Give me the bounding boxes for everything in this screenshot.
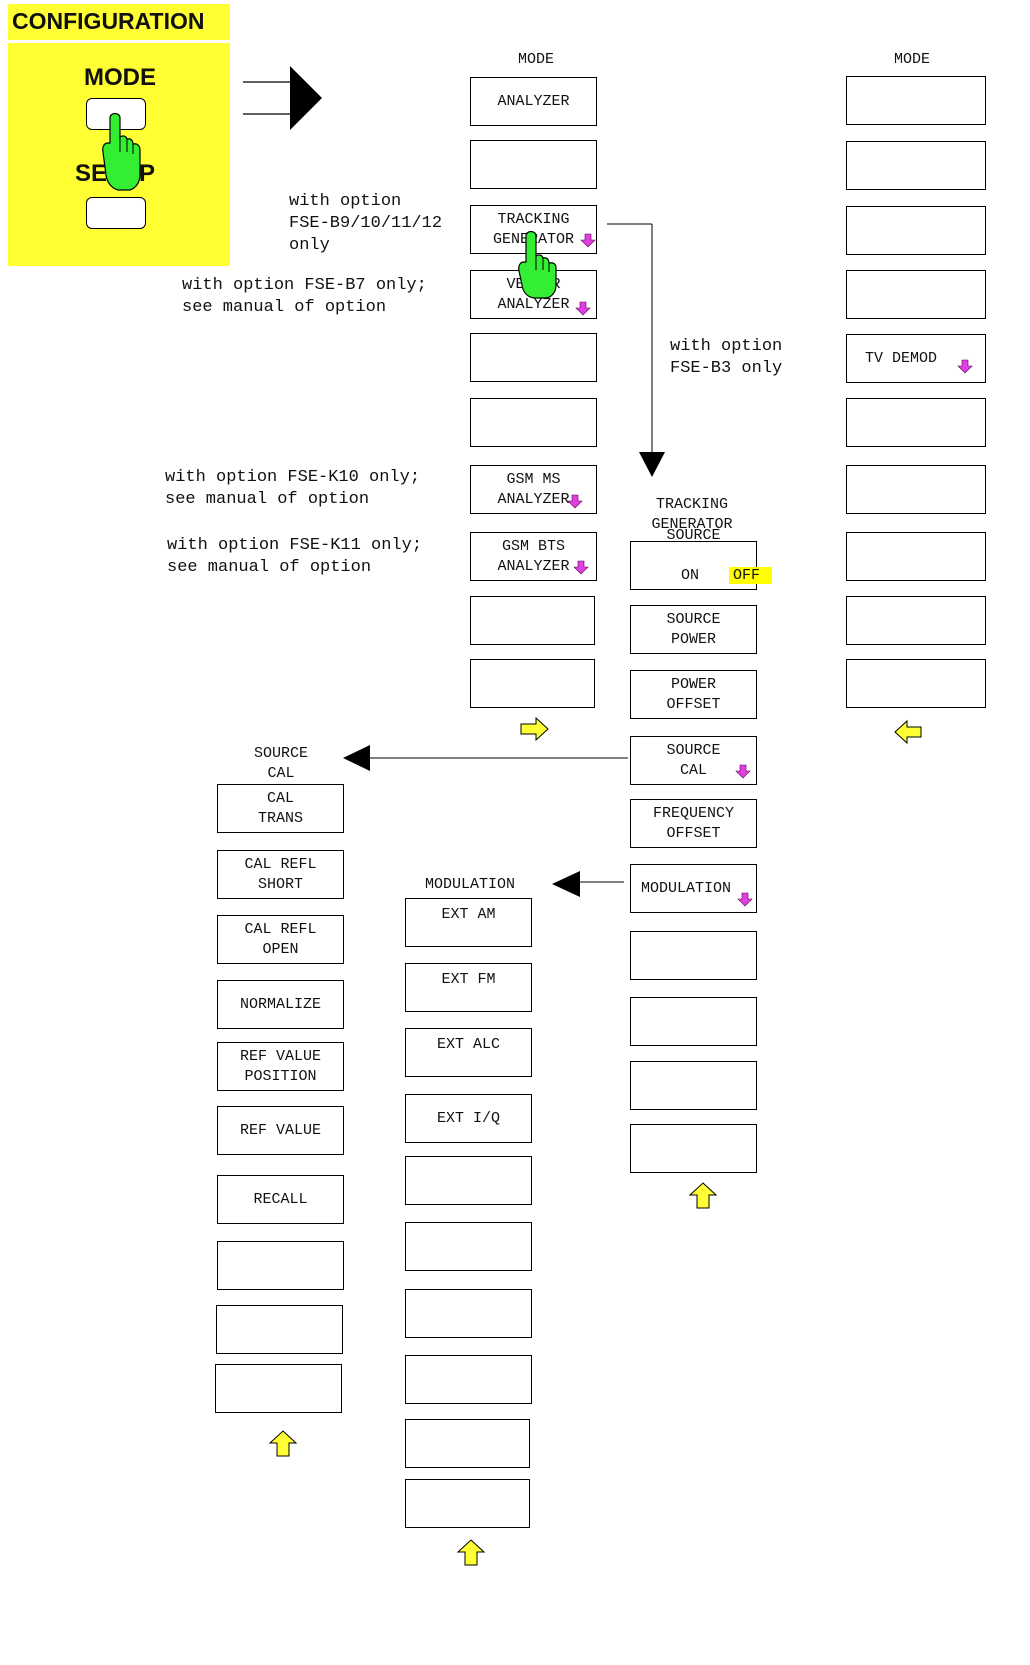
softkey-recall[interactable]: RECALL (217, 1175, 344, 1224)
submenu-arrow-icon (737, 892, 753, 907)
softkey-source-on-off[interactable]: SOURCE ON OFF (630, 527, 773, 590)
mode-menu-title: MODE (517, 51, 554, 68)
softkey-ref-value[interactable]: REF VALUE (217, 1106, 344, 1155)
softkey-mod-empty-5[interactable] (405, 1222, 532, 1271)
softkey-tracking-empty-6[interactable] (630, 997, 757, 1046)
softkey-source-cal[interactable]: SOURCE CAL (630, 736, 757, 785)
submenu-arrow-icon (567, 494, 583, 509)
up-arrow-icon[interactable] (456, 1539, 486, 1566)
softkey-mode-empty-1[interactable] (470, 140, 597, 189)
panel-to-mode-arrow (243, 66, 322, 130)
softkey-cal-empty-8[interactable] (216, 1305, 343, 1354)
pointing-hand-icon (102, 112, 141, 191)
softkey-mode2-empty-9[interactable] (846, 659, 986, 708)
softkey-mode-empty-9[interactable] (470, 659, 595, 708)
softkey-mode2-empty-3[interactable] (846, 270, 986, 319)
modulation-connector (552, 871, 624, 897)
mode-key-label: MODE (84, 64, 156, 91)
softkey-mode2-empty-8[interactable] (846, 596, 986, 645)
submenu-arrow-icon (573, 560, 589, 575)
softkey-cal-empty-7[interactable] (217, 1241, 344, 1290)
source-label: SOURCE (666, 526, 721, 544)
softkey-normalize[interactable]: NORMALIZE (217, 980, 344, 1029)
softkey-cal-refl-short[interactable]: CAL REFL SHORT (217, 850, 344, 899)
softkey-cal-trans[interactable]: CAL TRANS (217, 784, 344, 833)
softkey-frequency-offset[interactable]: FREQUENCY OFFSET (630, 799, 757, 848)
softkey-mode2-empty-6[interactable] (846, 465, 986, 514)
back-arrow-icon[interactable] (894, 719, 922, 745)
tracking-menu-title: TRACKING GENERATOR (651, 496, 733, 533)
softkey-mod-empty-7[interactable] (405, 1355, 532, 1404)
softkey-ext-alc[interactable]: EXT ALC (405, 1028, 532, 1077)
softkey-mode2-empty-0[interactable] (846, 76, 986, 125)
panel-title-divider (8, 40, 230, 43)
source-cal-connector (343, 745, 628, 771)
note-tracking-option: with option FSE-B9/10/11/12 only (289, 192, 443, 255)
source-cal-menu-title: SOURCE CAL (253, 745, 308, 782)
submenu-arrow-icon (580, 233, 596, 248)
submenu-arrow-icon (735, 764, 751, 779)
source-off-label: OFF (729, 566, 773, 584)
softkey-analyzer[interactable]: ANALYZER (470, 77, 597, 126)
up-arrow-icon[interactable] (268, 1430, 298, 1457)
softkey-mode-empty-5[interactable] (470, 398, 597, 447)
softkey-ext-iq[interactable]: EXT I/Q (405, 1094, 532, 1143)
softkey-mod-empty-6[interactable] (405, 1289, 532, 1338)
softkey-mod-empty-9[interactable] (405, 1479, 530, 1528)
note-vector-option: with option FSE-B7 only; see manual of o… (182, 276, 427, 317)
pointing-hand-icon (518, 230, 557, 299)
note-tv-option: with option FSE-B3 only (670, 337, 783, 378)
softkey-mod-empty-4[interactable] (405, 1156, 532, 1205)
mode-menu2-title: MODE (893, 51, 930, 68)
tracking-connector (607, 223, 665, 477)
softkey-ref-value-position[interactable]: REF VALUE POSITION (217, 1042, 344, 1091)
next-arrow-icon[interactable] (520, 716, 549, 742)
softkey-tracking-empty-8[interactable] (630, 1124, 757, 1173)
source-on-label: ON (681, 566, 700, 584)
softkey-ext-fm[interactable]: EXT FM (405, 963, 532, 1012)
panel-title: CONFIGURATION (12, 8, 205, 34)
note-gsm-bts-option: with option FSE-K11 only; see manual of … (167, 536, 423, 577)
softkey-mode-empty-4[interactable] (470, 333, 597, 382)
softkey-modulation[interactable]: MODULATION (630, 864, 757, 913)
submenu-arrow-icon (957, 359, 973, 374)
softkey-tracking-empty-5[interactable] (630, 931, 757, 980)
softkey-mod-empty-8[interactable] (405, 1419, 530, 1468)
modulation-menu-title: MODULATION (424, 876, 515, 893)
softkey-mode2-empty-1[interactable] (846, 141, 986, 190)
up-arrow-icon[interactable] (688, 1182, 718, 1209)
softkey-cal-refl-open[interactable]: CAL REFL OPEN (217, 915, 344, 964)
submenu-arrow-icon (575, 301, 591, 316)
softkey-ext-am[interactable]: EXT AM (405, 898, 532, 947)
softkey-gsm-bts-analyzer[interactable]: GSM BTS ANALYZER (470, 532, 597, 581)
softkey-tracking-empty-7[interactable] (630, 1061, 757, 1110)
softkey-mode2-empty-5[interactable] (846, 398, 986, 447)
softkey-mode-empty-8[interactable] (470, 596, 595, 645)
softkey-source-power[interactable]: SOURCE POWER (630, 605, 757, 654)
softkey-mode2-empty-2[interactable] (846, 206, 986, 255)
softkey-power-offset[interactable]: POWER OFFSET (630, 670, 757, 719)
setup-hardkey[interactable] (86, 197, 146, 229)
note-gsm-ms-option: with option FSE-K10 only; see manual of … (165, 468, 421, 509)
softkey-mode2-empty-7[interactable] (846, 532, 986, 581)
softkey-tv-demod[interactable]: TV DEMOD (846, 334, 986, 383)
softkey-cal-empty-9[interactable] (215, 1364, 342, 1413)
